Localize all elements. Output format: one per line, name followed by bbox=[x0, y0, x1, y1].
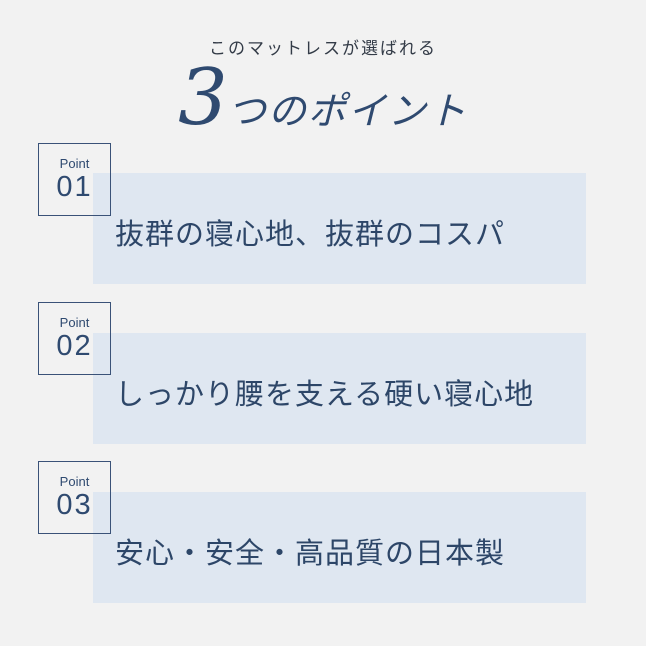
point-badge-label-01: Point bbox=[59, 156, 90, 171]
point-text-02: しっかり腰を支える硬い寝心地 bbox=[115, 377, 535, 411]
point-badge-label-02: Point bbox=[59, 315, 90, 330]
point-text-01: 抜群の寝心地、抜群のコスパ bbox=[115, 217, 506, 251]
page-subtitle: このマットレスが選ばれる bbox=[209, 39, 437, 59]
point-badge-number-01: 01 bbox=[56, 171, 93, 203]
point-card-03: 安心・安全・高品質の日本製 bbox=[93, 492, 586, 603]
headline-number: 3 bbox=[178, 53, 228, 143]
point-badge-number-03: 03 bbox=[56, 489, 93, 521]
point-card-01: 抜群の寝心地、抜群のコスパ bbox=[93, 173, 586, 284]
point-badge-02: Point 02 bbox=[38, 302, 111, 375]
point-badge-label-03: Point bbox=[59, 474, 90, 489]
point-badge-01: Point 01 bbox=[38, 143, 111, 216]
point-badge-03: Point 03 bbox=[38, 461, 111, 534]
page-headline: 3つのポイント bbox=[0, 58, 646, 138]
point-text-03: 安心・安全・高品質の日本製 bbox=[115, 536, 506, 570]
headline-text: つのポイント bbox=[227, 89, 468, 133]
point-card-02: しっかり腰を支える硬い寝心地 bbox=[93, 333, 586, 444]
point-badge-number-02: 02 bbox=[56, 330, 93, 362]
